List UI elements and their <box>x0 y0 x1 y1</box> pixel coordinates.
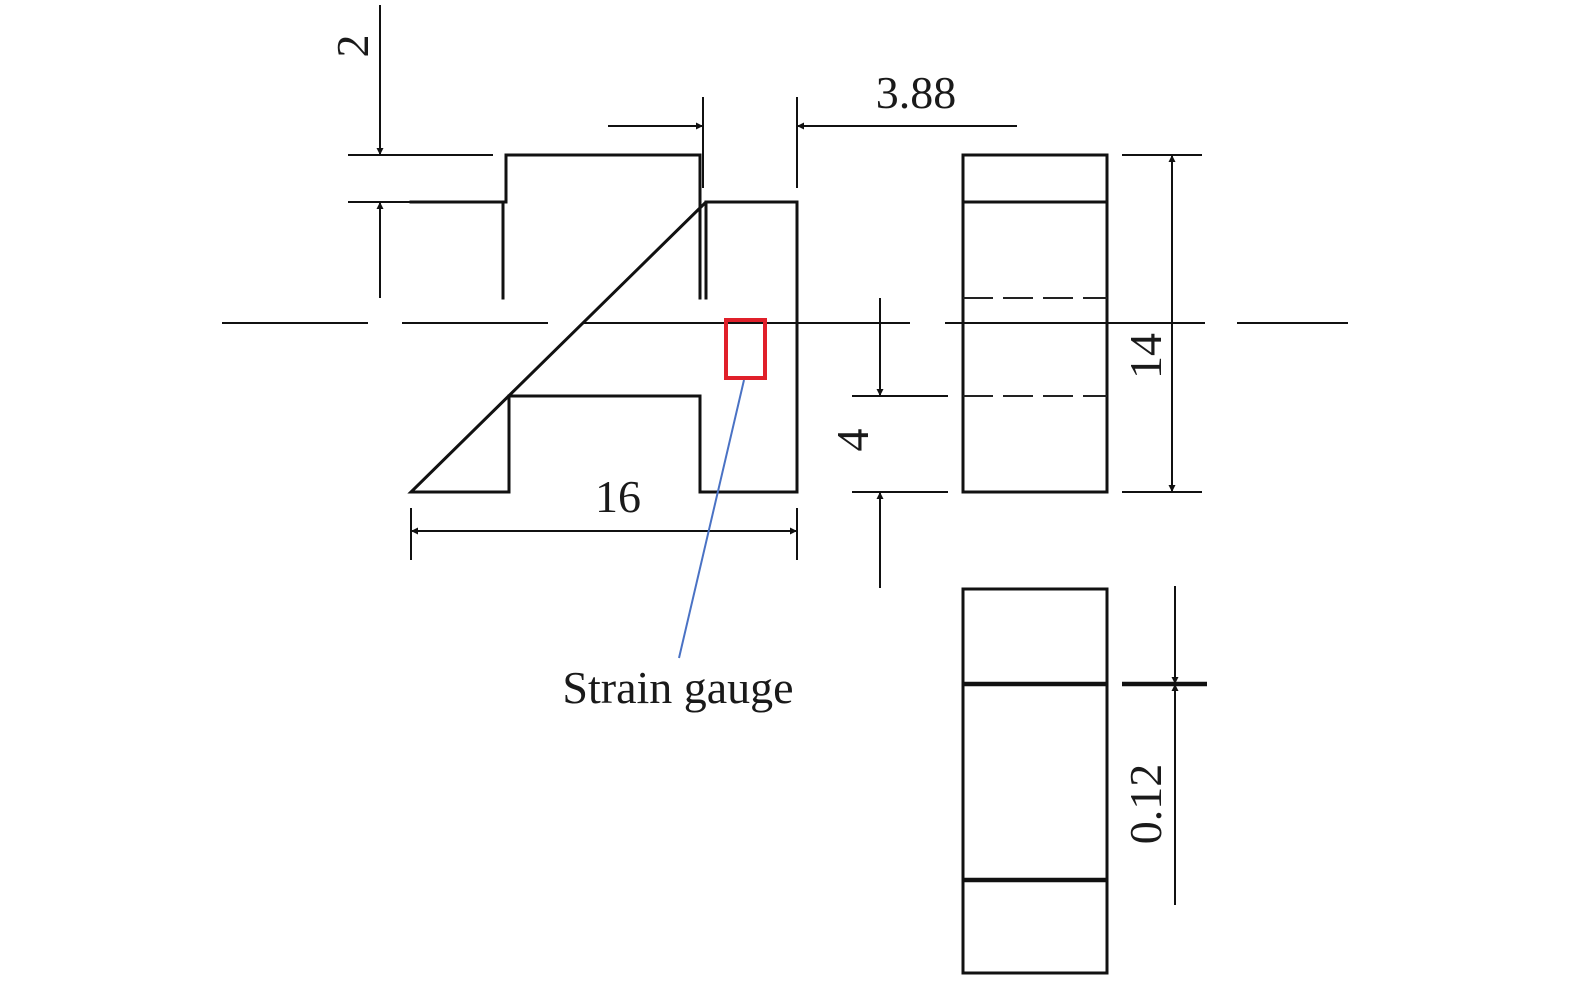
dimension-total-height: 14 <box>1120 154 1202 493</box>
strain-gauge-marker <box>724 318 767 380</box>
web-offset-label: 4 <box>827 429 878 452</box>
dimension-top-slot-depth: 2 <box>327 5 500 298</box>
total-width-label: 16 <box>595 471 641 522</box>
bottom-view <box>961 587 1109 975</box>
strain-gauge-annotation: Strain gauge <box>562 318 794 713</box>
dimension-total-width: 16 <box>410 471 798 560</box>
total-height-label: 14 <box>1120 333 1171 379</box>
dimension-web-offset: 4 <box>827 298 948 588</box>
side-view <box>961 153 1109 494</box>
strain-gauge-label: Strain gauge <box>562 662 793 713</box>
strain-gauge-leader <box>678 379 745 659</box>
thickness-label: 0.12 <box>1120 764 1171 845</box>
dimension-slot-width: 3.88 <box>608 67 1017 188</box>
slot-width-label: 3.88 <box>876 67 957 118</box>
top-slot-depth-label: 2 <box>327 35 378 58</box>
dimension-thickness: 0.12 <box>1120 586 1207 905</box>
